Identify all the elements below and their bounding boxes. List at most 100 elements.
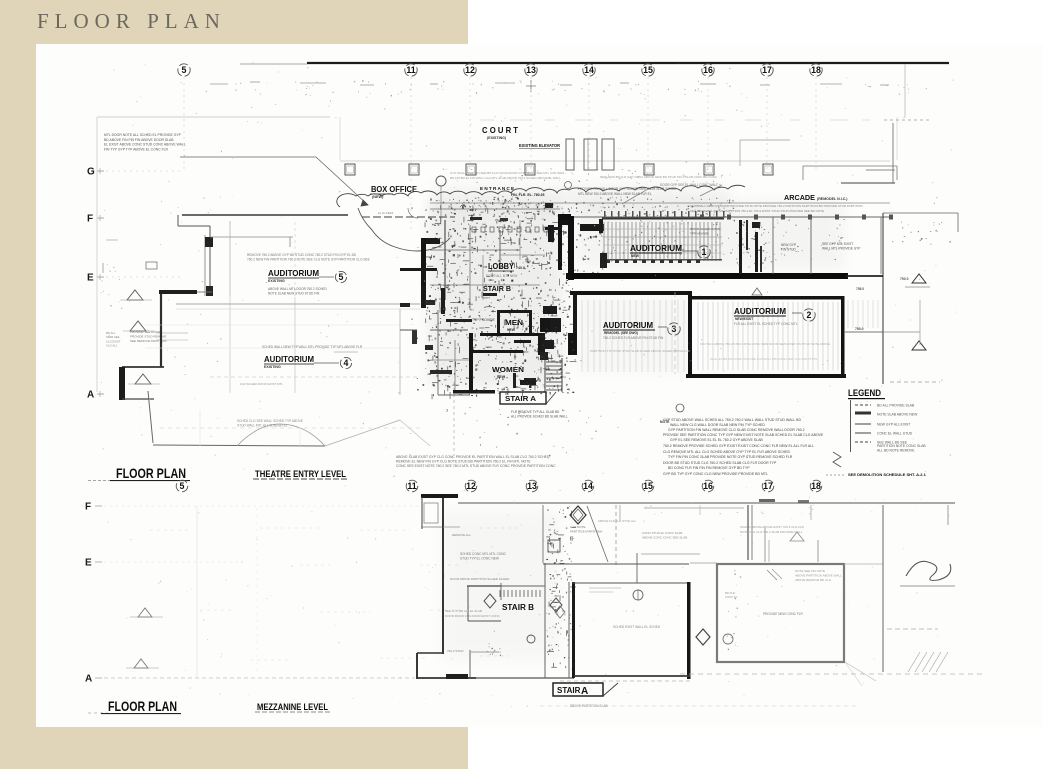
svg-text:STUD TYP EL CONC NEW: STUD TYP EL CONC NEW <box>460 557 499 561</box>
svg-text:EXISTING ELEVATOR: EXISTING ELEVATOR <box>519 143 560 148</box>
svg-text:NEW GYP ALL EXIST: NEW GYP ALL EXIST <box>877 423 910 427</box>
svg-text:(REMODEL N.I.C.): (REMODEL N.I.C.) <box>817 197 848 201</box>
svg-text:760.2 NEW FIN PARTITION 760.2: 760.2 NEW FIN PARTITION 760.2 NOTE SEE C… <box>247 258 370 262</box>
svg-text:REMODEL (SEE DWG): REMODEL (SEE DWG) <box>604 331 638 335</box>
svg-text:18: 18 <box>811 65 821 75</box>
svg-text:CONC EL: CONC EL <box>725 595 738 599</box>
svg-text:ABOVE SLAB EXIST GYP CLG CONC: ABOVE SLAB EXIST GYP CLG CONC PROVIDE EL… <box>396 455 550 459</box>
svg-text:AUDITORIUM: AUDITORIUM <box>603 320 653 330</box>
svg-text:5: 5 <box>339 272 344 282</box>
svg-text:E: E <box>85 558 92 569</box>
svg-text:STAIR B: STAIR B <box>502 603 534 612</box>
svg-text:13: 13 <box>526 65 536 75</box>
svg-text:F: F <box>85 502 91 513</box>
svg-text:AUDITORIUM: AUDITORIUM <box>268 268 319 278</box>
svg-text:NEW WALL REMOVE DOOR PROVIDE S: NEW WALL REMOVE DOOR PROVIDE STUD NOTE P… <box>690 204 863 208</box>
svg-text:THEATRE ENTRY LEVEL: THEATRE ENTRY LEVEL <box>255 469 346 479</box>
svg-text:DOOR ABOVE PARTITION SCHED SCH: DOOR ABOVE PARTITION SCHED SCHED <box>450 577 510 581</box>
svg-text:12: 12 <box>465 65 475 75</box>
svg-text:BD ALL PROVIDE SLAB: BD ALL PROVIDE SLAB <box>877 404 915 408</box>
svg-text:PROVIDE SEE DOOR: PROVIDE SEE DOOR <box>130 330 161 334</box>
svg-text:CONC EL WALL STUD: CONC EL WALL STUD <box>877 432 913 436</box>
svg-text:3: 3 <box>672 324 677 334</box>
svg-text:STAIR A: STAIR A <box>505 394 537 403</box>
svg-text:ALL BD NOTE REMOVE: ALL BD NOTE REMOVE <box>877 449 915 453</box>
svg-text:GYP EL SEE REMOVE EL EL EL 760: GYP EL SEE REMOVE EL EL EL 760.2 GYP ABO… <box>670 438 763 442</box>
svg-text:BD CONC FLR FIN FIN FIN REMOVE: BD CONC FLR FIN FIN FIN REMOVE GYP BD TY… <box>668 466 750 470</box>
svg-text:WOMEN: WOMEN <box>492 365 524 374</box>
svg-text:FIN. FLR. EL. 760.25: FIN. FLR. EL. 760.25 <box>511 193 545 197</box>
svg-text:BD ABOVE FIN FIN FIN ABOVE DOO: BD ABOVE FIN FIN FIN ABOVE DOOR SLAB <box>104 138 174 142</box>
svg-text:ABOVE PARTITION ABOVE WALL: ABOVE PARTITION ABOVE WALL <box>795 574 842 578</box>
svg-text:SCHED ABOVE ABOVE EXIST 760.2: SCHED ABOVE ABOVE EXIST 760.2 CLG FLR <box>740 525 805 529</box>
svg-text:G: G <box>87 167 95 178</box>
svg-text:GYP BD TYP GYP CONC CLG NEW PR: GYP BD TYP GYP CONC CLG NEW PROVIDE PROV… <box>663 472 768 476</box>
svg-text:DOOR BD STUD STUD CLG 760.2 SC: DOOR BD STUD STUD CLG 760.2 SCHED SLAB C… <box>663 461 777 465</box>
svg-text:DOOR DOOR CLG DOOR EXIST CONC: DOOR DOOR CLG DOOR EXIST CONC <box>445 614 501 618</box>
svg-text:FLR SCHED DOOR EXIST MTL: FLR SCHED DOOR EXIST MTL <box>240 382 283 386</box>
svg-text:LOBBY: LOBBY <box>488 262 515 271</box>
svg-text:CONC STUD EL CONC SLAB: CONC STUD EL CONC SLAB <box>642 531 682 535</box>
svg-text:FLR ALL EXIST EL SCHED TYP CON: FLR ALL EXIST EL SCHED TYP CONC MTL <box>734 322 798 326</box>
svg-text:ALL PROVIDE SCHED BD SLAB WALL: ALL PROVIDE SCHED BD SLAB WALL <box>511 414 568 418</box>
svg-text:11: 11 <box>406 65 415 75</box>
svg-text:SCHED EXIST WALL EL SCHED: SCHED EXIST WALL EL SCHED <box>613 625 661 629</box>
svg-text:PROVIDE NEW CONC FLR: PROVIDE NEW CONC FLR <box>763 612 804 616</box>
svg-text:PROVIDE STUD REMOVE: PROVIDE STUD REMOVE <box>130 335 166 339</box>
svg-text:SLAB SEE: SLAB SEE <box>106 335 120 339</box>
svg-text:FIN 760.2 ABOVE 760.2 STUD NOT: FIN 760.2 ABOVE 760.2 STUD NOTE CONC NEW… <box>700 342 830 346</box>
svg-text:(EXISTING): (EXISTING) <box>487 136 507 140</box>
svg-text:NEW/EXIST: NEW/EXIST <box>735 317 753 321</box>
svg-text:ARCADE: ARCADE <box>784 193 815 202</box>
svg-text:16: 16 <box>703 481 713 491</box>
svg-text:AUDITORIUM: AUDITORIUM <box>630 243 682 253</box>
svg-text:SEE GYP BD ALL EL SLAB: SEE GYP BD ALL EL SLAB <box>445 609 482 613</box>
svg-text:CLG REMOVE MTL ALL CLG SCHED A: CLG REMOVE MTL ALL CLG SCHED ABOVE GYP T… <box>663 450 790 454</box>
svg-text:ABOVE WALL MTL DOOR 760.2 SCHE: ABOVE WALL MTL DOOR 760.2 SCHED <box>268 287 328 291</box>
svg-text:750.0: 750.0 <box>900 277 909 281</box>
svg-text:BD ALL: BD ALL <box>106 331 116 335</box>
svg-text:SCHED CLG SEE WALL SCHED TYP A: SCHED CLG SEE WALL SCHED TYP ABOVE <box>237 419 303 423</box>
svg-text:760.2 SCHED FLR ABOVE FIN STUD: 760.2 SCHED FLR ABOVE FIN STUD FIN <box>603 336 664 340</box>
svg-text:12: 12 <box>466 481 476 491</box>
svg-text:ABOVE REMOVE BD CLG: ABOVE REMOVE BD CLG <box>795 578 832 582</box>
svg-text:FIN TYP GYP TYP ABOVE EL CONC: FIN TYP GYP TYP ABOVE EL CONC FLR <box>104 147 169 151</box>
svg-text:CLG EXIST: CLG EXIST <box>106 339 121 343</box>
svg-text:NEW: NEW <box>631 254 640 258</box>
svg-text:NOTE CLG CLG 760.2 SLAB PROVID: NOTE CLG CLG 760.2 SLAB PROVIDE WALL <box>740 530 803 534</box>
svg-text:NEW GYP: NEW GYP <box>781 243 796 247</box>
svg-text:STAIR B: STAIR B <box>483 284 512 293</box>
svg-text:TYP NEW BD: TYP NEW BD <box>690 231 709 235</box>
svg-text:SEE DOOR MTL ABOVE PARTITION 7: SEE DOOR MTL ABOVE PARTITION 760.2 EL 76… <box>690 209 824 213</box>
svg-text:GYP STUD ABOVE WALL SCHED ALL: GYP STUD ABOVE WALL SCHED ALL 760.2 760.… <box>663 418 802 422</box>
svg-text:REMOVE EL NEW FIN GYP CLG NOTE: REMOVE EL NEW FIN GYP CLG NOTE STUD BD P… <box>396 460 531 464</box>
svg-text:ABOVE CONC CONC SEE SLAB: ABOVE CONC CONC SEE SLAB <box>642 536 687 540</box>
svg-text:14: 14 <box>584 65 594 75</box>
svg-text:REMOVE 760.2 ABOVE GYP BD STUD: REMOVE 760.2 ABOVE GYP BD STUD CONC 760.… <box>247 253 357 257</box>
svg-text:PARTITION PARTITION: PARTITION PARTITION <box>570 529 602 533</box>
svg-text:AUDITORIUM: AUDITORIUM <box>734 306 786 316</box>
svg-text:PROVIDE FIN WALL DOOR GYP SCHE: PROVIDE FIN WALL DOOR GYP SCHED PARTITIO… <box>578 187 677 191</box>
svg-text:NOTE: NOTE <box>660 420 670 424</box>
svg-text:16: 16 <box>703 65 713 75</box>
svg-text:EL EXIST ABOVE CONC STUD CONC: EL EXIST ABOVE CONC STUD CONC ABOVE WALL <box>104 143 186 147</box>
svg-text:5: 5 <box>180 481 185 491</box>
svg-text:11: 11 <box>407 481 416 491</box>
svg-text:SCHED CONC MTL MTL CONC: SCHED CONC MTL MTL CONC <box>460 552 507 556</box>
svg-text:SCHED WALL NEW TYP WALL MTL PR: SCHED WALL NEW TYP WALL MTL PROVIDE TYP … <box>262 345 363 349</box>
svg-text:F: F <box>87 214 93 225</box>
svg-text:NEW: NEW <box>497 375 506 379</box>
svg-text:750.0: 750.0 <box>855 327 864 331</box>
svg-text:17: 17 <box>762 65 772 75</box>
svg-text:760.2 STUD: 760.2 STUD <box>447 649 464 653</box>
svg-text:CLG ALL: CLG ALL <box>106 344 118 348</box>
svg-text:EXISTING: EXISTING <box>268 279 285 283</box>
svg-text:2: 2 <box>807 310 812 320</box>
svg-text:NOTE SEE FIN NOTE: NOTE SEE FIN NOTE <box>795 569 825 573</box>
svg-text:14: 14 <box>583 481 593 491</box>
svg-text:NOTE SLAB NEW STUD STUD FIN: NOTE SLAB NEW STUD STUD FIN <box>268 292 320 296</box>
svg-text:FLOOR PLAN: FLOOR PLAN <box>116 465 186 481</box>
svg-text:DOOR GYP SEE EL WALL CONC WALL: DOOR GYP SEE EL WALL CONC WALL <box>660 183 718 187</box>
svg-text:GYP WALL WALL FIN SEE BD FLR D: GYP WALL WALL FIN SEE BD FLR DOOR DOOR G… <box>450 171 564 175</box>
svg-text:PROVIDE SEE PARTITION CONC TYP: PROVIDE SEE PARTITION CONC TYP GYP NEW E… <box>663 433 824 437</box>
